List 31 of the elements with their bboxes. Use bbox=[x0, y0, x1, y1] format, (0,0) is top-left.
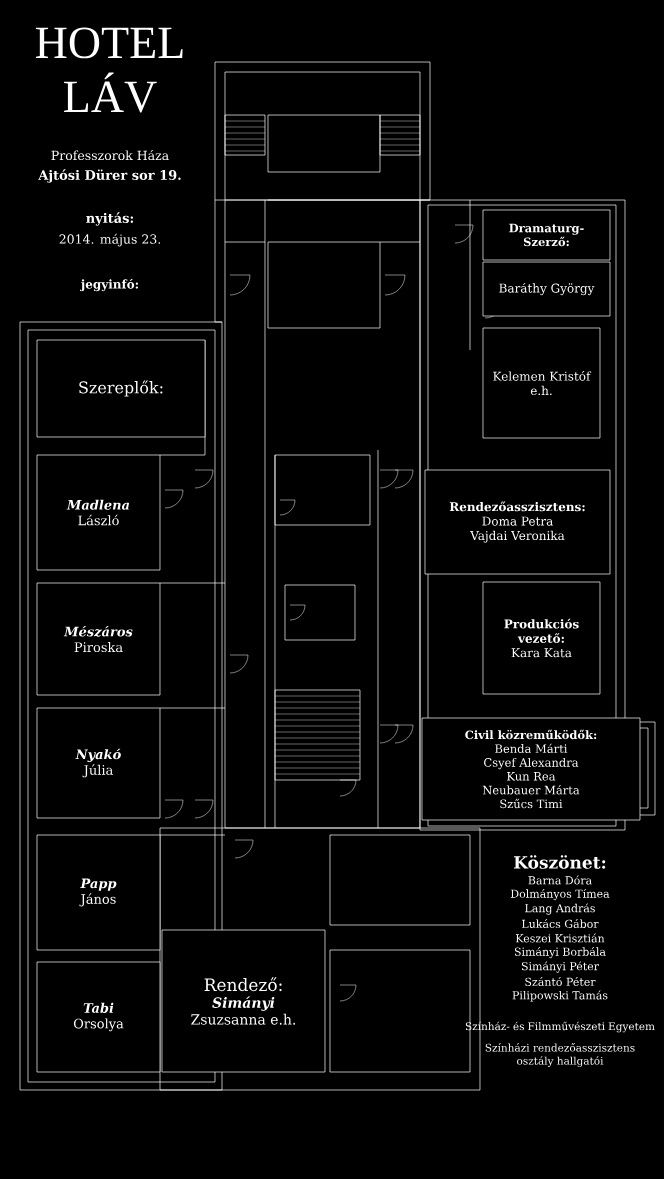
room-box: Produkciós vezető: Kara Kata bbox=[482, 581, 601, 695]
room-box: Rendező: Simányi Zsuzsanna e.h. bbox=[161, 929, 326, 1073]
heading-text: Köszönet: bbox=[514, 855, 606, 869]
room-box: Tabi Orsolya bbox=[36, 961, 161, 1073]
room-box: Dramaturg-Szerző: bbox=[482, 209, 611, 261]
name-text: Pilipowski Tamás bbox=[512, 990, 608, 1002]
name-text: Dolmányos Tímea bbox=[510, 888, 610, 901]
heading-text: jegyinfó: bbox=[80, 278, 138, 292]
name-text: Barna Dóra bbox=[528, 875, 592, 885]
address-text: Ajtósi Dürer sor 19. bbox=[38, 169, 181, 183]
title: HOTEL LÁV bbox=[35, 27, 183, 113]
room-box: Madlena László bbox=[36, 454, 161, 571]
room-box: Civil közreműködők: Benda Márti Csyef Alexandra Kun Rea Neubauer Márta Szűcs Timi bbox=[421, 717, 641, 821]
room-box: Kelemen Kristóf e.h. bbox=[482, 327, 601, 439]
name-text: Keszei Krisztián bbox=[515, 933, 605, 943]
room-box: Nyakó Júlia bbox=[36, 707, 161, 819]
note-text: Színházi rendezőasszisztens osztály hallgatói bbox=[485, 1043, 635, 1067]
room-box: Baráthy György bbox=[482, 261, 611, 317]
heading-text: nyitás: bbox=[86, 212, 134, 226]
name-text: Lang András bbox=[525, 903, 595, 915]
room-box: Rendezőasszisztens: Doma Petra Vajdai Veronika bbox=[424, 469, 611, 575]
name-text: Simányi Borbála bbox=[514, 946, 606, 959]
room-box: Papp János bbox=[36, 834, 161, 951]
room-box: Mészáros Piroska bbox=[36, 582, 161, 696]
name-text: Szántó Péter bbox=[525, 977, 596, 986]
info-text: Professzorok Háza bbox=[51, 149, 169, 161]
name-text: Lukács Gábor bbox=[522, 919, 599, 928]
note-text: Színház- és Filmművészeti Egyetem bbox=[465, 1021, 655, 1033]
date-text: 2014. május 23. bbox=[59, 233, 161, 247]
room-box: Szereplők: bbox=[36, 339, 206, 438]
name-text: Simányi Péter bbox=[521, 961, 599, 973]
